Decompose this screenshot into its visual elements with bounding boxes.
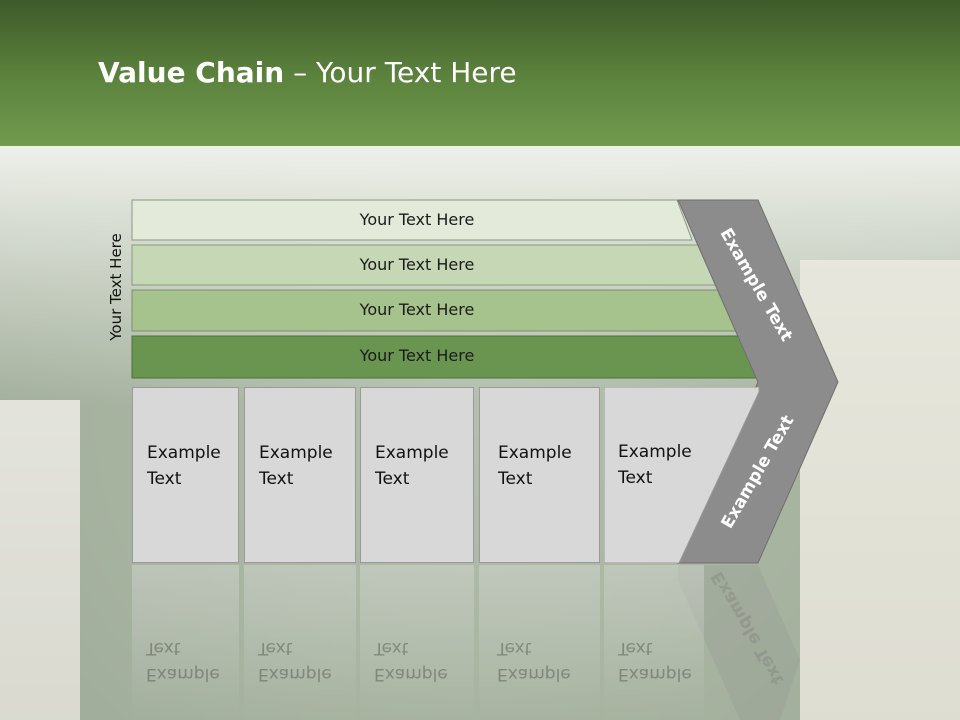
example-box-5-shape (604, 387, 760, 563)
example-box-3-line1: Example (375, 443, 449, 463)
slide-title: Value Chain – Your Text Here (98, 56, 517, 96)
example-box-2-reflection: Example Text (244, 565, 356, 720)
value-bar-1-label: Your Text Here (359, 210, 475, 229)
example-box-3-reflection-line1: Example (374, 664, 448, 684)
example-box-4-reflection-text: Example Text (497, 635, 593, 687)
example-box-2-line2: Text (259, 469, 294, 489)
slide-title-bold: Value Chain (98, 56, 285, 89)
example-box-1-reflection-text: Example Text (146, 635, 242, 687)
side-label: Your Text Here (107, 233, 125, 341)
example-box-5-line1: Example (618, 442, 692, 462)
value-bar-3-label: Your Text Here (359, 300, 475, 319)
example-box-2-reflection-text: Example Text (258, 635, 354, 687)
example-box-3-reflection: Example Text (360, 565, 474, 720)
example-box-4-reflection-line1: Example (497, 664, 571, 684)
example-box-4-reflection: Example Text (479, 565, 600, 720)
example-box-2-reflection-line1: Example (258, 664, 332, 684)
example-box-5-reflection-line2: Text (618, 638, 653, 658)
example-box-5-line2: Text (618, 468, 653, 488)
example-box-5-reflection-text: Example Text (618, 635, 714, 687)
example-box-4-line1: Example (498, 443, 572, 463)
example-box-1-reflection: Example Text (132, 565, 239, 720)
example-box-2-reflection-line2: Text (258, 638, 293, 658)
example-box-1-reflection-line2: Text (146, 638, 181, 658)
example-box-3-reflection-text: Example Text (374, 635, 470, 687)
example-box-3-reflection-line2: Text (374, 638, 409, 658)
example-box-1-reflection-line1: Example (146, 664, 220, 684)
example-box-4-line2: Text (498, 469, 533, 489)
example-box-3-line2: Text (375, 469, 410, 489)
example-box-1-line1: Example (147, 443, 221, 463)
example-box-5-reflection: Example Text (604, 565, 704, 720)
value-bar-4-label: Your Text Here (359, 346, 475, 365)
title-banner: Value Chain – Your Text Here (0, 0, 960, 146)
example-box-2-line1: Example (259, 443, 333, 463)
example-box-5-reflection-line1: Example (618, 664, 692, 684)
example-box-4-reflection-line2: Text (497, 638, 532, 658)
slide-title-rest: – Your Text Here (284, 56, 517, 89)
value-bar-2-label: Your Text Here (359, 255, 475, 274)
example-box-1-line2: Text (147, 469, 182, 489)
